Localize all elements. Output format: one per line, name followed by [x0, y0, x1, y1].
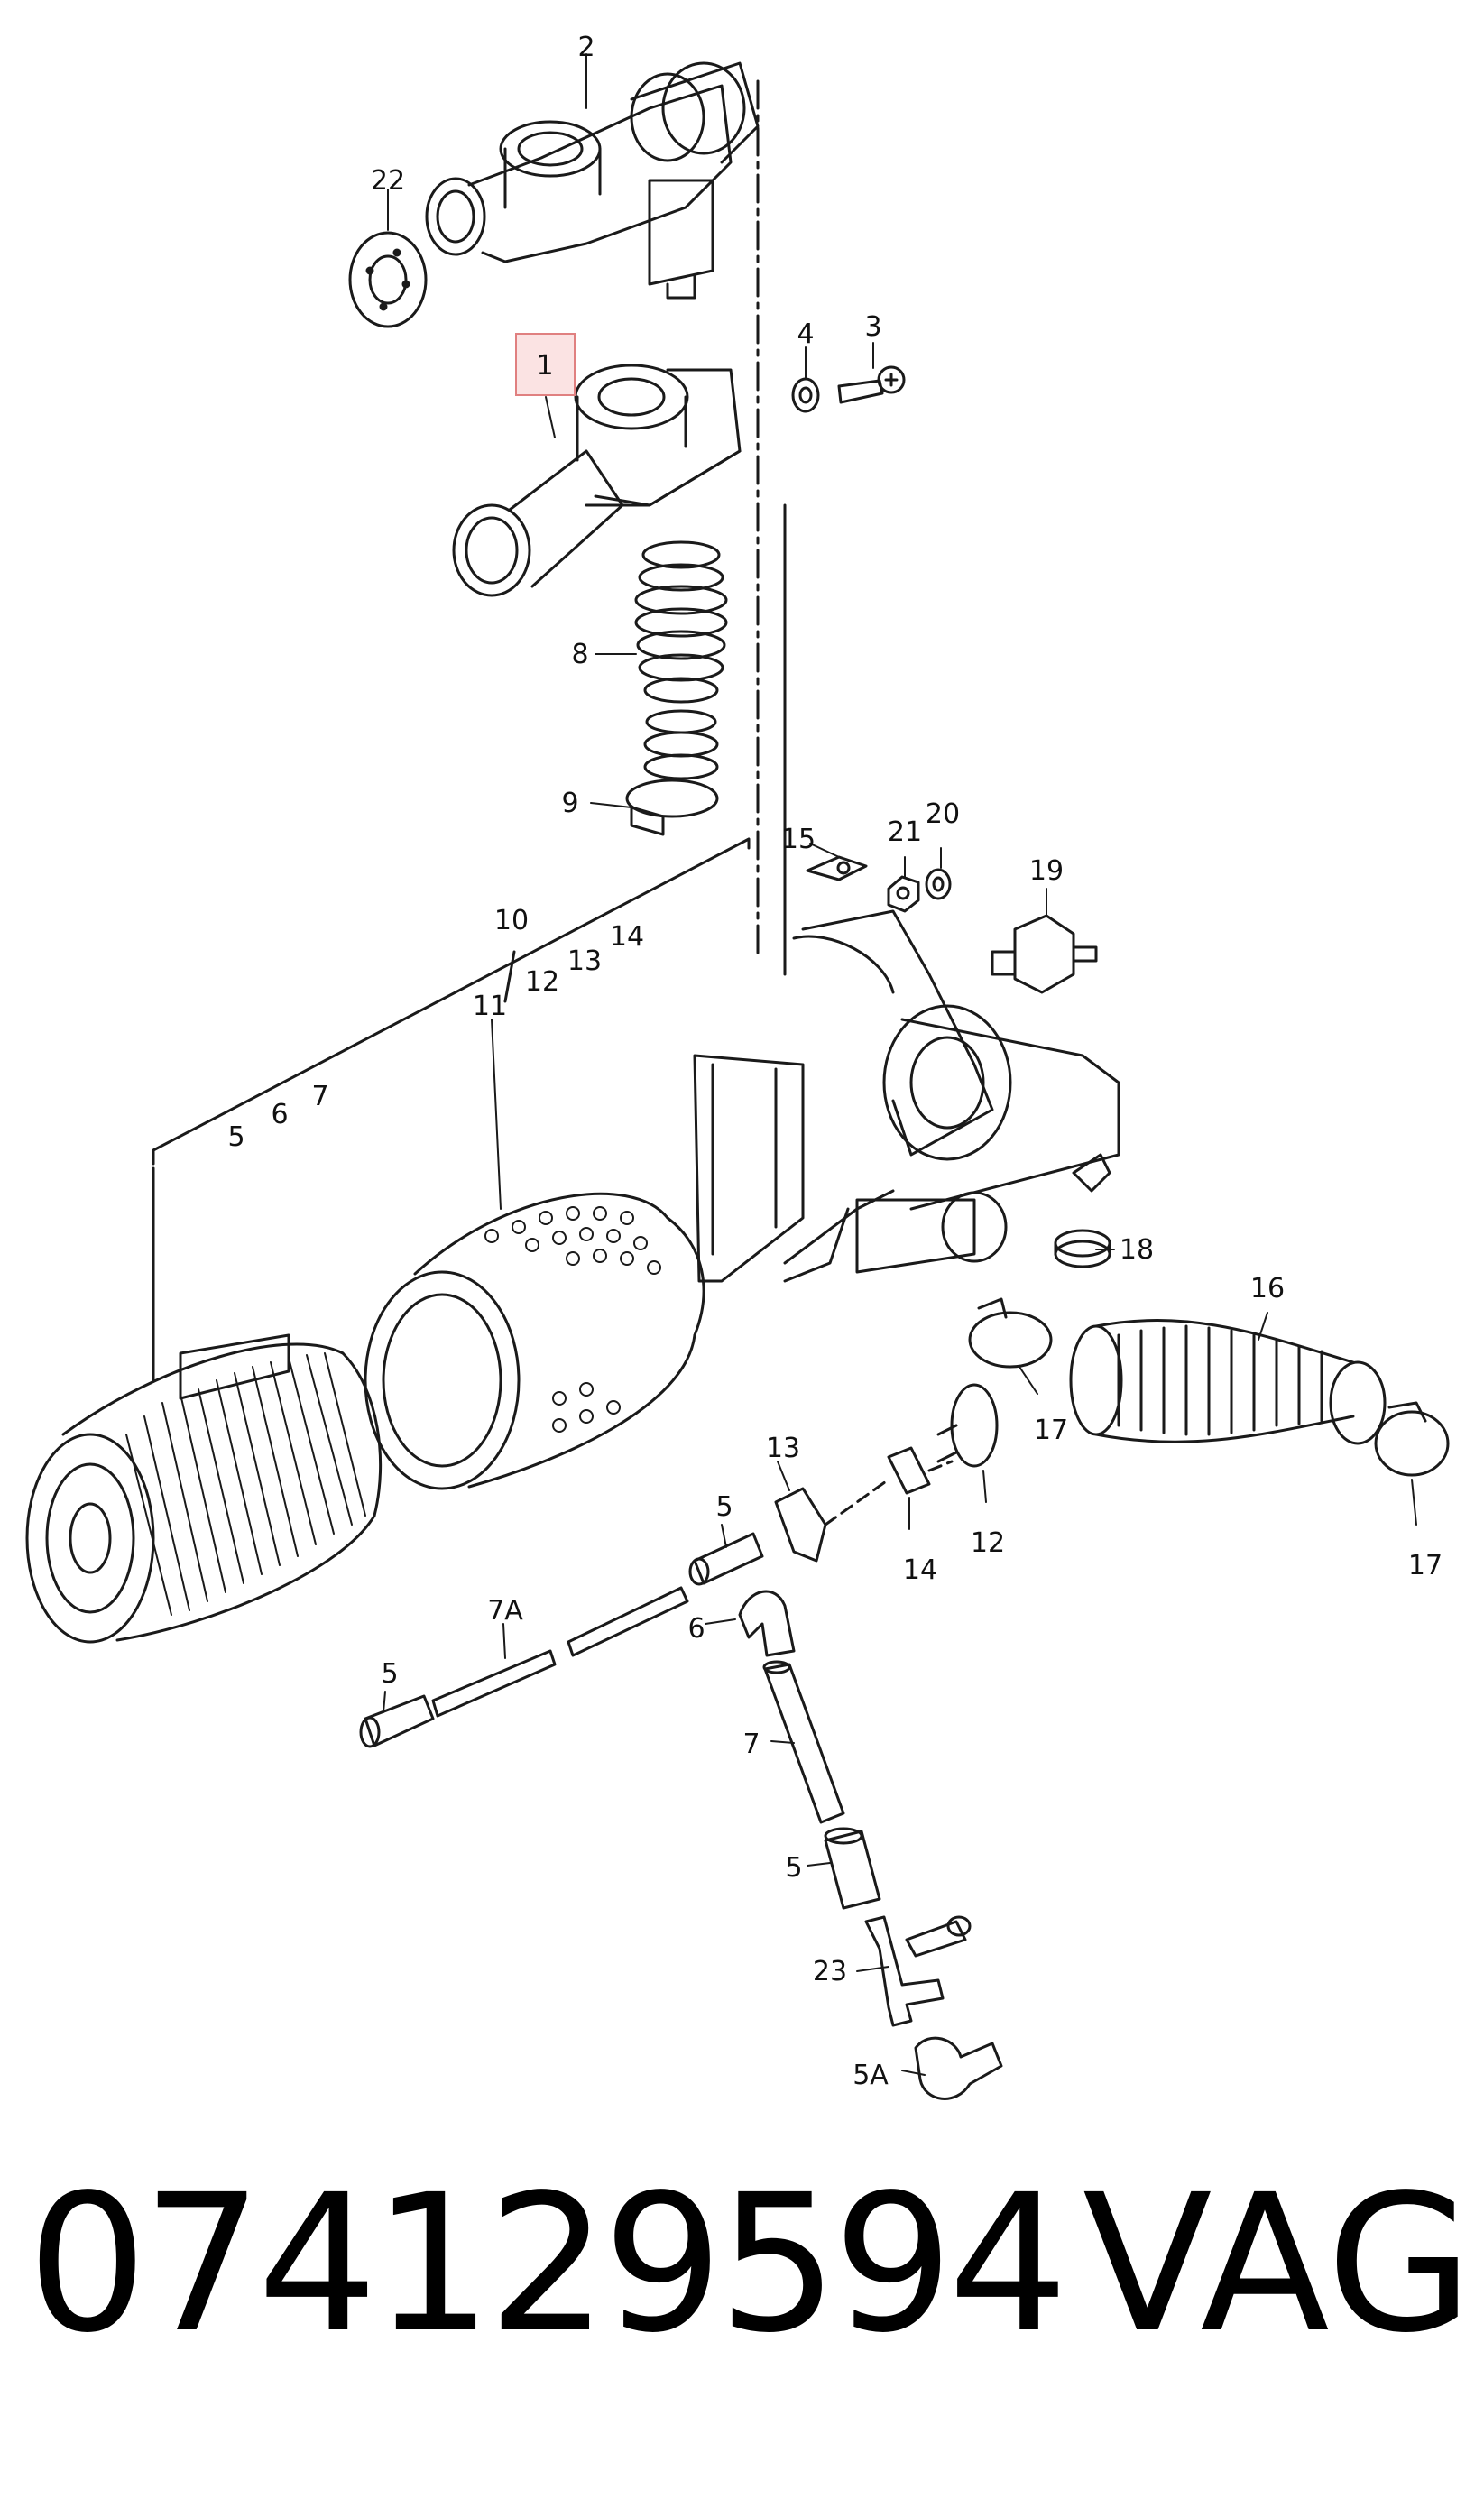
part-12-valve	[936, 1383, 999, 1468]
part-2-intake-housing	[425, 61, 760, 300]
label-19: 19	[1029, 855, 1064, 887]
label-23: 23	[813, 1956, 847, 1987]
label-5-lower: 5	[785, 1852, 802, 1884]
label-17-right: 17	[1408, 1550, 1443, 1581]
label-6-group: 6	[271, 1099, 288, 1130]
part-9-hose-clamp	[625, 779, 719, 836]
part-20-washer	[925, 868, 952, 900]
part-23-tee-fitting	[864, 1915, 972, 2027]
label-13: 13	[766, 1433, 800, 1464]
part-19-fitting	[991, 914, 1098, 994]
part-7A-tube	[431, 1586, 689, 1718]
label-1: 1	[536, 350, 553, 382]
label-17-left: 17	[1034, 1415, 1068, 1446]
label-10: 10	[494, 905, 529, 936]
part-number: 074129594	[27, 2153, 1068, 2374]
part-5-hose-lower	[824, 1827, 881, 1910]
label-18: 18	[1120, 1234, 1154, 1266]
part-11-filter-element	[364, 1192, 705, 1490]
label-3: 3	[864, 311, 881, 343]
part-15-wing-clip	[806, 855, 868, 881]
label-14: 14	[903, 1554, 937, 1586]
part-16-corrugated-hose	[1069, 1319, 1387, 1445]
part-5-hose-middle	[688, 1532, 764, 1586]
label-5A: 5A	[853, 2060, 889, 2091]
label-22: 22	[371, 165, 405, 197]
part-17-clamp-right	[1374, 1401, 1450, 1477]
highlight-box	[515, 333, 576, 396]
label-8: 8	[571, 639, 588, 670]
label-7A: 7A	[487, 1595, 523, 1627]
label-13-group: 13	[567, 945, 602, 977]
label-2: 2	[577, 32, 595, 63]
part-17-clamp-left	[968, 1297, 1053, 1369]
part-3-screw	[837, 365, 906, 404]
part-1-intake-cone	[452, 364, 742, 597]
label-20: 20	[926, 798, 960, 830]
part-13-bracket	[774, 1487, 827, 1563]
label-15: 15	[781, 824, 816, 855]
label-21: 21	[888, 816, 922, 848]
part-8-bellows-hose	[634, 540, 728, 780]
part-5-hose-left	[359, 1694, 435, 1748]
part-14-clip	[887, 1446, 931, 1495]
part-10-filter-housing	[693, 909, 1120, 1283]
brand-name: VAG	[1083, 2153, 1473, 2374]
label-5-left: 5	[381, 1658, 398, 1690]
label-5-middle: 5	[715, 1491, 733, 1523]
label-9: 9	[561, 788, 578, 819]
label-4: 4	[797, 318, 814, 350]
label-16: 16	[1250, 1273, 1285, 1305]
label-14-group: 14	[610, 921, 644, 953]
label-7: 7	[742, 1729, 760, 1760]
filter-canister	[25, 1333, 383, 1644]
label-12-group: 12	[525, 966, 559, 998]
part-5A-elbow-hose	[914, 2036, 1003, 2100]
caption: 074129594 VAG	[0, 2161, 1484, 2368]
label-6: 6	[687, 1613, 705, 1645]
label-12: 12	[971, 1527, 1005, 1559]
part-21-nut	[887, 875, 920, 913]
part-4-washer	[791, 377, 820, 413]
label-11: 11	[473, 991, 507, 1022]
part-7-tube	[762, 1660, 845, 1824]
label-5-group: 5	[227, 1121, 244, 1153]
part-6-elbow	[738, 1590, 796, 1657]
part-22-seal-ring	[348, 231, 428, 328]
label-7-group: 7	[311, 1081, 328, 1112]
